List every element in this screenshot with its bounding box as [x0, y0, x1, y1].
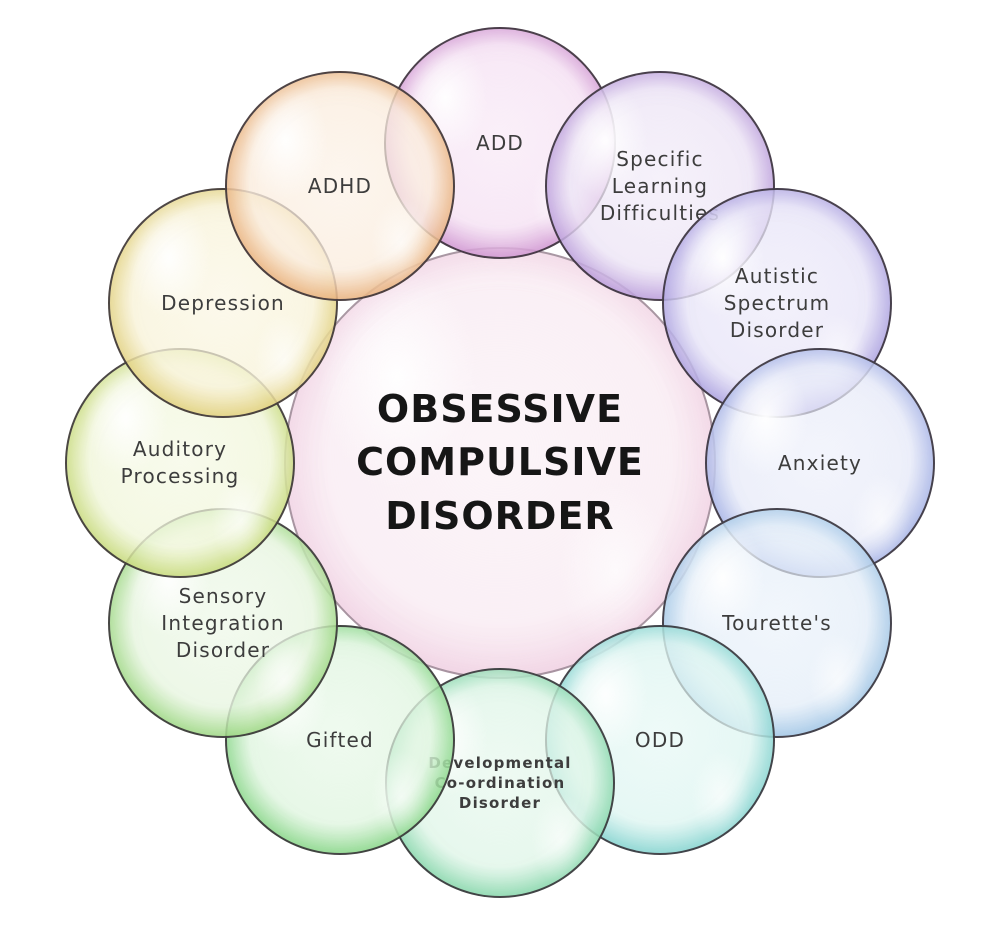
center-label-lines: OBSESSIVE COMPULSIVE DISORDER: [356, 383, 644, 543]
bubble-label: Sensory Integration Disorder: [161, 583, 285, 662]
bubble-adhd: ADHD: [225, 71, 455, 301]
bubble-label: Depression: [161, 290, 285, 315]
bubble-label: ODD: [634, 727, 686, 752]
bubble-label: Tourette's: [722, 610, 832, 635]
center-bubble-obsessive-compulsive-disorder: OBSESSIVE COMPULSIVE DISORDER: [284, 247, 716, 679]
bubble-label: Anxiety: [777, 450, 863, 475]
center-label-line: OBSESSIVE: [376, 387, 624, 432]
bubble-label: ADD: [475, 130, 525, 155]
bubble-label: Gifted: [306, 727, 374, 752]
bubble-label: Specific Learning Difficulties: [599, 146, 721, 225]
bubble-label: Auditory Processing: [120, 437, 240, 488]
bubble-label: Autistic Spectrum Disorder: [723, 263, 831, 342]
bubble-label: ADHD: [307, 173, 373, 198]
center-label-line: COMPULSIVE: [356, 440, 644, 485]
center-label-line: DISORDER: [385, 493, 615, 538]
bubble-label: Developmental Co-ordination Disorder: [428, 753, 572, 813]
